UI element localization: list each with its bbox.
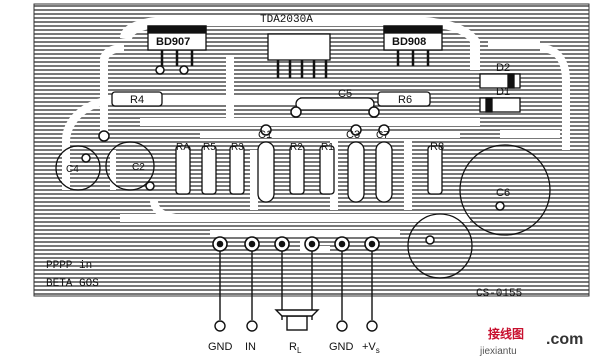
label-c3: C3 <box>346 129 360 141</box>
capacitor-c-out <box>407 213 473 279</box>
terminal-label-vs: +Vs <box>362 341 380 355</box>
watermark-com: .com <box>546 331 583 348</box>
capacitor-c4 <box>55 145 101 191</box>
watermark-cn: 接线图 <box>488 326 524 341</box>
label-d2: D2 <box>496 62 510 74</box>
label-tda2030a: TDA2030A <box>260 14 313 26</box>
terminal-label-gnd-2: GND <box>329 341 354 353</box>
resistor-r2 <box>289 145 305 195</box>
label-r2: R2 <box>290 142 303 153</box>
label-r4: R4 <box>130 94 144 106</box>
label-r8: R8 <box>430 141 444 153</box>
component-legs <box>160 50 430 78</box>
label-ra: RA <box>176 142 190 153</box>
watermark-url: jiexiantu <box>479 346 517 357</box>
terminal-label-rl: RL <box>289 341 302 355</box>
resistor-r3 <box>229 145 245 195</box>
capacitor-c6 <box>459 144 551 236</box>
terminal-wires <box>214 251 378 332</box>
label-r5: R5 <box>203 142 216 153</box>
label-c6: C6 <box>496 187 510 199</box>
connector-pads <box>212 236 380 252</box>
capacitor-c5 <box>295 97 375 111</box>
label-r1: R1 <box>321 142 334 153</box>
capacitor-c7 <box>375 141 393 203</box>
label-c4: C4 <box>66 164 79 175</box>
resistor-r4 <box>111 91 163 107</box>
terminal-label-gnd-1: GND <box>208 341 233 353</box>
isolation-channels <box>62 15 570 252</box>
capacitor-c1 <box>257 141 275 203</box>
label-c1: C1 <box>258 129 272 141</box>
pads <box>81 65 505 245</box>
label-d1: D1 <box>496 86 510 98</box>
resistor-r5 <box>201 145 217 195</box>
resistor-ra <box>175 145 191 195</box>
label-r3: R3 <box>231 142 244 153</box>
board-code: CS-0155 <box>476 288 522 300</box>
capacitor-c2 <box>105 141 155 191</box>
resistor-r1 <box>319 145 335 195</box>
board-text-line1: PPPP in <box>46 260 92 272</box>
label-bd908: BD908 <box>392 36 426 48</box>
label-c2: C2 <box>132 162 145 173</box>
component-outlines <box>55 25 551 279</box>
board-text-line2: BETA GOS <box>46 278 99 290</box>
speaker-icon <box>274 309 320 331</box>
terminal-label-in: IN <box>245 341 256 353</box>
resistor-r6 <box>377 91 431 107</box>
label-bd907: BD907 <box>156 36 190 48</box>
ic-tda2030a-body <box>267 33 331 61</box>
label-c7: C7 <box>376 130 389 141</box>
label-r6: R6 <box>398 94 412 106</box>
capacitor-c3 <box>347 141 365 203</box>
resistor-r8 <box>427 145 443 195</box>
label-c5: C5 <box>338 88 352 100</box>
